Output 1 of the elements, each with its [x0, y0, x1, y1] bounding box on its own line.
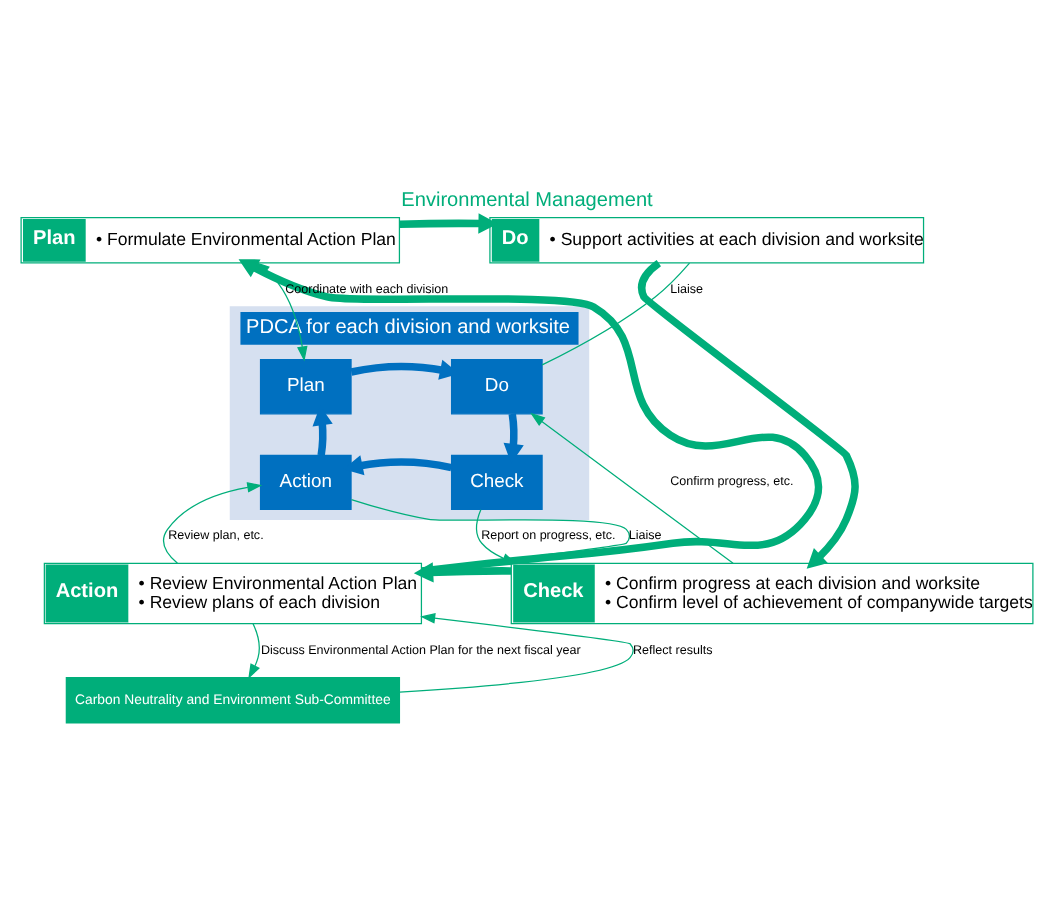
diagram-title: Environmental Management — [401, 190, 653, 213]
